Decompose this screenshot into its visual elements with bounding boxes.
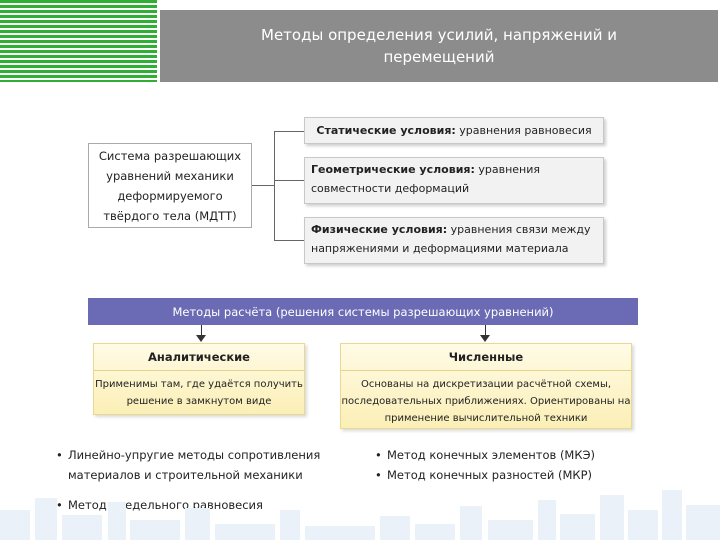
connector-cond3 [274, 240, 304, 241]
numeric-bullet-list: Метод конечных элементов (МКЭ) Метод кон… [375, 445, 675, 485]
connector-main [252, 185, 274, 186]
analytic-methods-box: Аналитические Применимы там, где удаётся… [93, 343, 305, 415]
methods-bar: Методы расчёта (решения системы разрешаю… [88, 298, 638, 325]
title-bar: Методы определения усилий, напряжений и … [160, 10, 718, 82]
cond-label: Геометрические условия: [311, 163, 475, 176]
decorative-stripes [0, 0, 157, 82]
analytic-description: Применимы там, где удаётся получить реше… [94, 371, 304, 410]
system-box-label: Система разрешающих уравнений механики д… [89, 146, 251, 226]
numeric-methods-box: Численные Основаны на дискретизации расч… [340, 343, 632, 429]
numeric-heading: Численные [341, 344, 631, 371]
cond-label: Статические условия: [316, 124, 455, 137]
static-conditions-box: Статические условия: уравнения равновеси… [304, 117, 604, 144]
connector-cond1 [274, 131, 304, 132]
geometric-conditions-box: Геометрические условия: уравнения совмес… [304, 157, 604, 204]
cond-text: уравнения равновесия [456, 124, 592, 137]
cond-label: Физические условия: [311, 223, 447, 236]
page-title: Методы определения усилий, напряжений и … [229, 24, 649, 68]
city-skyline-decoration [0, 480, 720, 540]
connector-cond2 [274, 180, 304, 181]
analytic-heading: Аналитические [94, 344, 304, 371]
arrow-down-icon [196, 335, 206, 342]
physical-conditions-box: Физические условия: уравнения связи межд… [304, 217, 604, 264]
methods-bar-label: Методы расчёта (решения системы разрешаю… [172, 305, 553, 319]
arrow-down-icon [480, 335, 490, 342]
connector-vertical [274, 131, 275, 241]
list-item: Линейно-упругие методы сопротивления мат… [56, 445, 356, 485]
list-item: Метод конечных элементов (МКЭ) [375, 445, 675, 465]
numeric-description: Основаны на дискретизации расчётной схем… [341, 371, 631, 427]
system-box: Система разрешающих уравнений механики д… [88, 143, 252, 228]
